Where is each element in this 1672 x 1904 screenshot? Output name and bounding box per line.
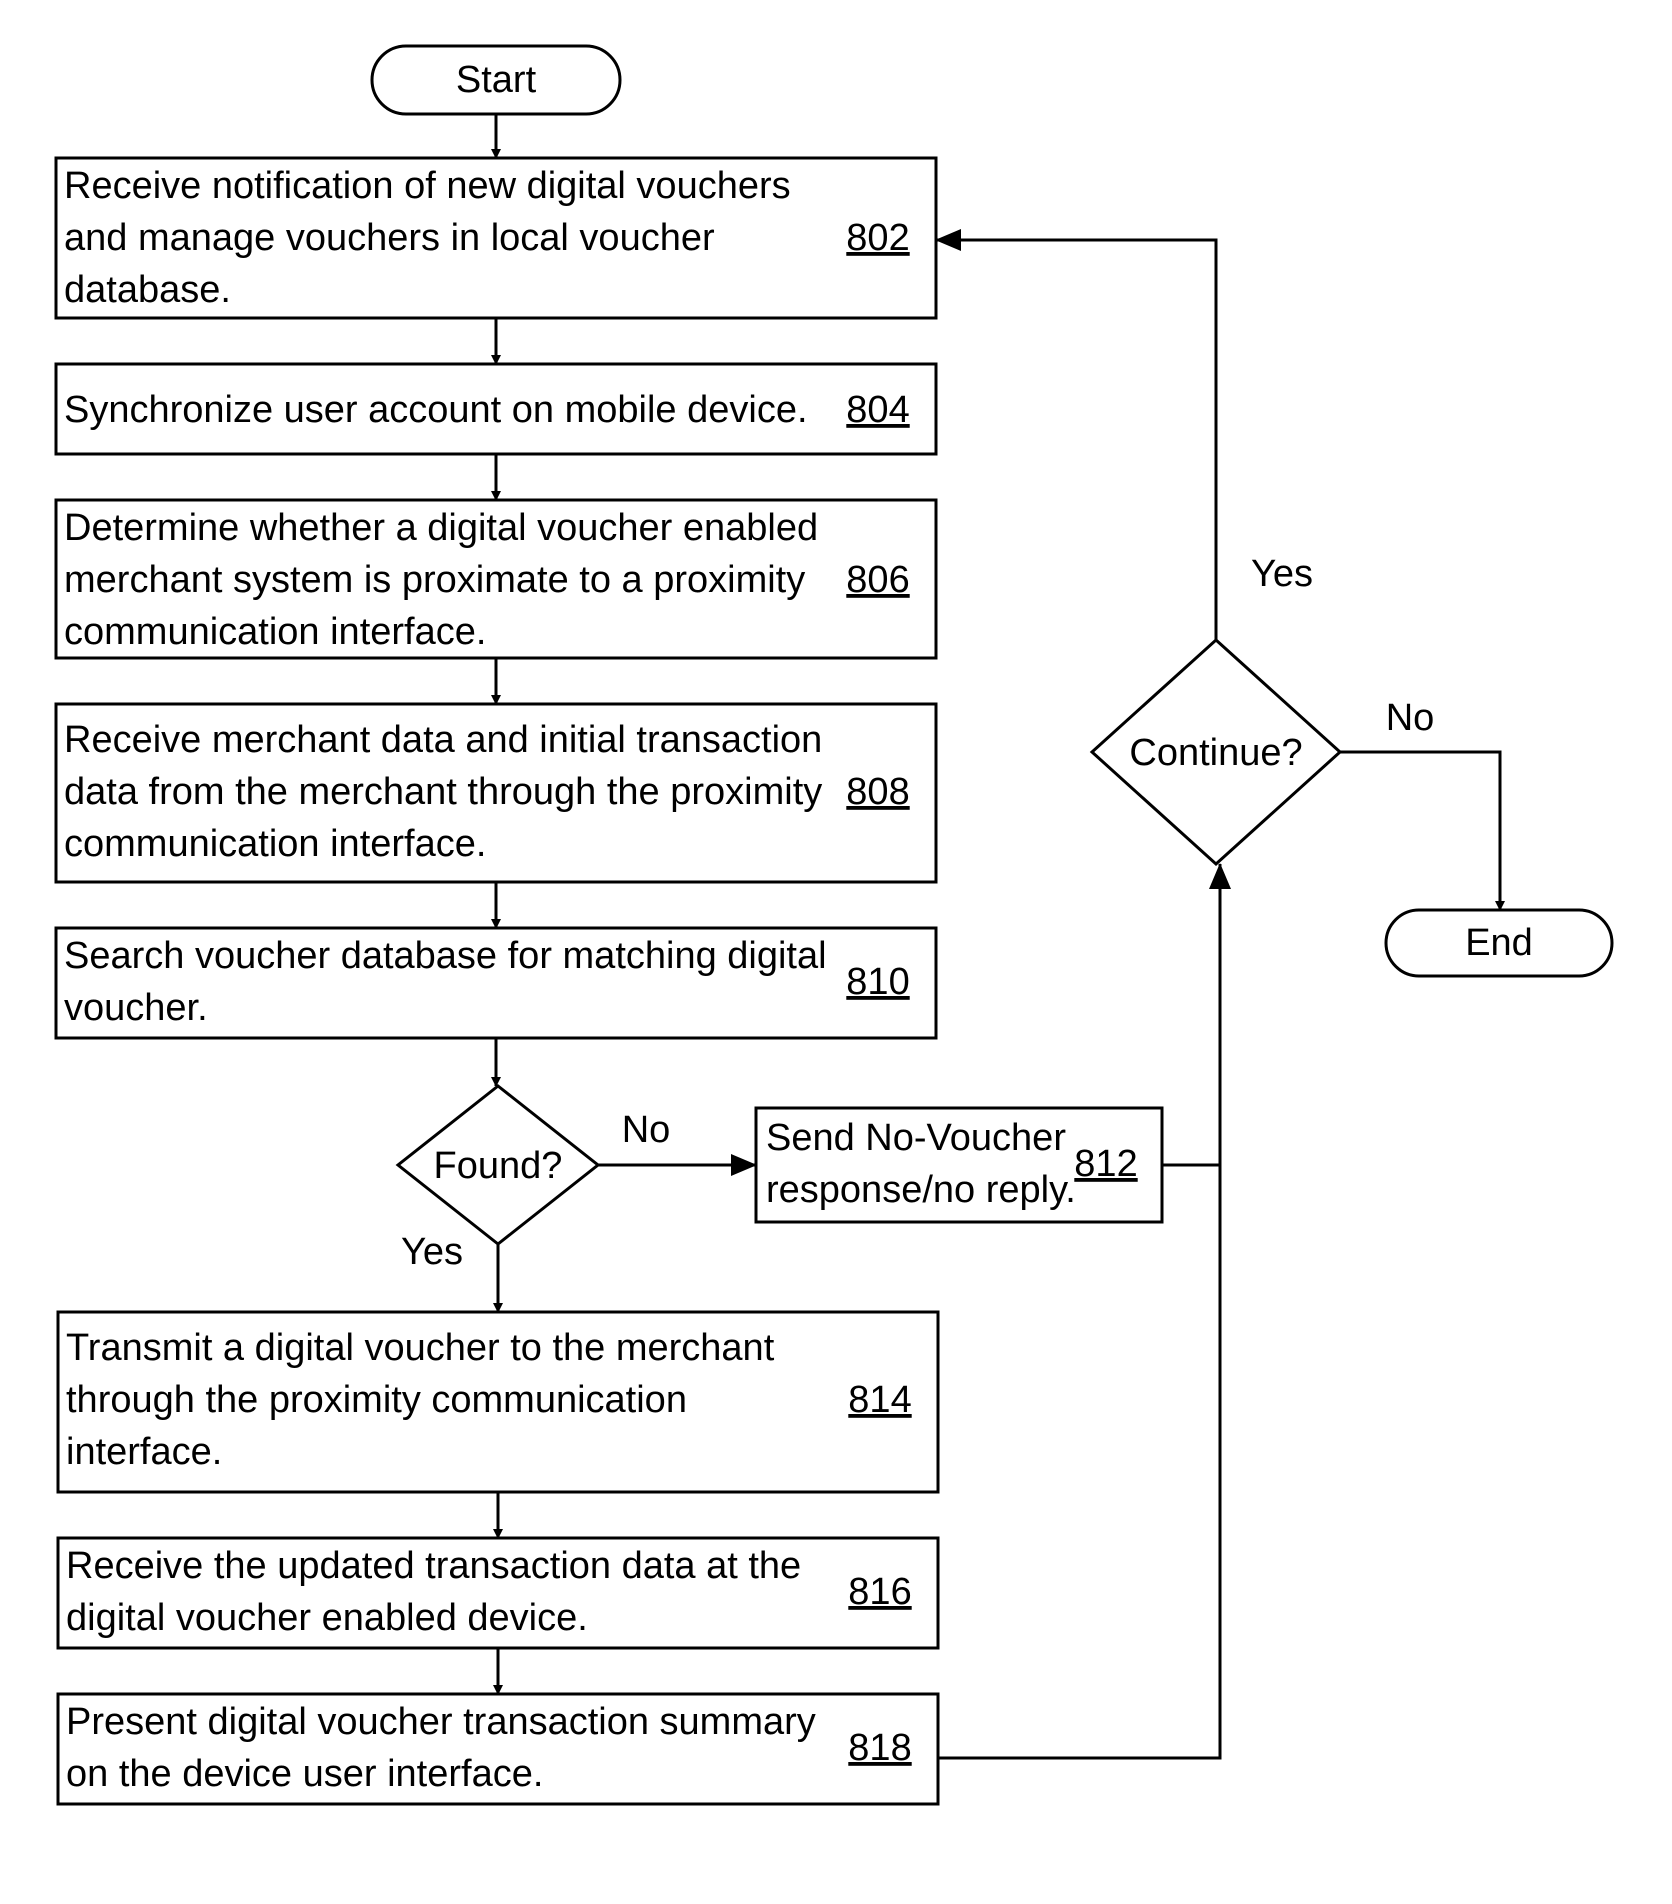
step-802-line-1: Receive notification of new digital vouc…: [64, 165, 791, 207]
start-terminal: Start: [372, 46, 620, 114]
step-810: Search voucher database for matching dig…: [56, 928, 936, 1038]
step-814-line-2: through the proximity communication: [66, 1379, 687, 1421]
step-804-ref: 804: [846, 389, 909, 431]
step-802-line-3: database.: [64, 269, 231, 311]
continue-yes-label: Yes: [1251, 553, 1313, 595]
step-818-ref: 818: [848, 1727, 911, 1769]
step-816-ref: 816: [848, 1571, 911, 1613]
step-816-line-2: digital voucher enabled device.: [66, 1597, 588, 1639]
step-812: Send No-Voucher response/no reply. 812: [756, 1108, 1162, 1222]
arrow-continue-no-end: [1340, 752, 1500, 910]
end-terminal: End: [1386, 910, 1612, 976]
start-label: Start: [456, 59, 537, 101]
step-810-ref: 810: [846, 961, 909, 1003]
step-818: Present digital voucher transaction summ…: [58, 1694, 938, 1804]
step-814-ref: 814: [848, 1379, 911, 1421]
step-818-line-1: Present digital voucher transaction summ…: [66, 1701, 816, 1743]
decision-continue: Continue?: [1092, 640, 1340, 864]
decision-found: Found?: [398, 1086, 598, 1244]
step-808: Receive merchant data and initial transa…: [56, 704, 936, 882]
arrow-continue-yes-802: [936, 240, 1216, 640]
decision-continue-label: Continue?: [1129, 732, 1302, 774]
step-812-line-1: Send No-Voucher: [766, 1117, 1066, 1159]
step-806-ref: 806: [846, 559, 909, 601]
step-804-line-1: Synchronize user account on mobile devic…: [64, 389, 808, 431]
step-818-line-2: on the device user interface.: [66, 1753, 543, 1795]
step-812-line-2: response/no reply.: [766, 1169, 1076, 1211]
step-808-line-1: Receive merchant data and initial transa…: [64, 719, 822, 761]
step-816: Receive the updated transaction data at …: [58, 1538, 938, 1648]
found-yes-label: Yes: [401, 1231, 463, 1273]
decision-found-label: Found?: [434, 1145, 563, 1187]
step-814-line-3: interface.: [66, 1431, 222, 1473]
found-no-label: No: [622, 1109, 671, 1151]
step-808-line-3: communication interface.: [64, 823, 486, 865]
step-810-line-1: Search voucher database for matching dig…: [64, 935, 827, 977]
arrow-818-continue: [938, 864, 1220, 1758]
step-814: Transmit a digital voucher to the mercha…: [58, 1312, 938, 1492]
step-812-ref: 812: [1074, 1143, 1137, 1185]
step-802: Receive notification of new digital vouc…: [56, 158, 936, 318]
step-808-line-2: data from the merchant through the proxi…: [64, 771, 822, 813]
step-806: Determine whether a digital voucher enab…: [56, 500, 936, 658]
step-810-line-2: voucher.: [64, 987, 208, 1029]
step-806-line-3: communication interface.: [64, 611, 486, 653]
step-802-ref: 802: [846, 217, 909, 259]
continue-no-label: No: [1386, 697, 1435, 739]
step-804: Synchronize user account on mobile devic…: [56, 364, 936, 454]
step-806-line-1: Determine whether a digital voucher enab…: [64, 507, 818, 549]
step-802-line-2: and manage vouchers in local voucher: [64, 217, 715, 259]
step-806-line-2: merchant system is proximate to a proxim…: [64, 559, 805, 601]
end-label: End: [1465, 922, 1533, 964]
step-808-ref: 808: [846, 771, 909, 813]
step-816-line-1: Receive the updated transaction data at …: [66, 1545, 801, 1587]
step-814-line-1: Transmit a digital voucher to the mercha…: [66, 1327, 775, 1369]
